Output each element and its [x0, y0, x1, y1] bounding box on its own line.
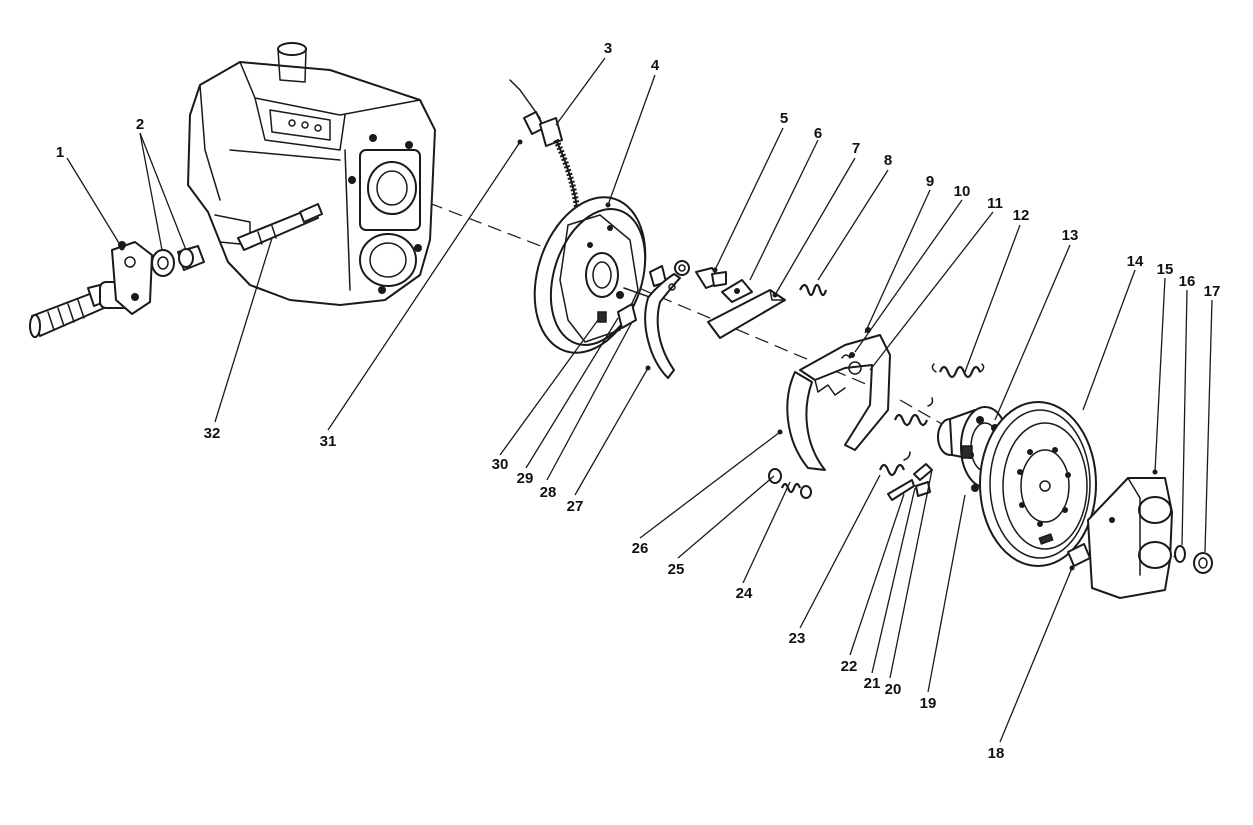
transaxle-housing: [187, 42, 436, 306]
brake-shoe-assembly: [786, 327, 891, 471]
callout-21: 21: [864, 675, 881, 692]
callout-32: 32: [204, 425, 221, 442]
callout-10: 10: [954, 183, 971, 200]
studs: [887, 463, 933, 501]
callout-2: 2: [136, 116, 144, 133]
wheel-hub-adapter: [1087, 477, 1173, 599]
callout-12: 12: [1013, 207, 1030, 224]
callout-7: 7: [852, 140, 860, 157]
callout-13: 13: [1062, 227, 1079, 244]
leader-lines: [66, 57, 1213, 743]
hold-down-parts: [768, 468, 812, 499]
washer-and-nut: [1174, 545, 1213, 574]
callout-4: 4: [651, 57, 660, 74]
brake-shoe-inner: [644, 273, 681, 379]
callout-labels: 1 2 3 4 5 6 7 8 9 10 11 12 13 14 15 16 1…: [56, 40, 1221, 762]
return-springs: [878, 363, 985, 477]
nut-and-bushing: [151, 245, 205, 277]
callout-6: 6: [814, 125, 822, 142]
callout-1: 1: [56, 144, 64, 161]
callout-22: 22: [841, 658, 858, 675]
callout-24: 24: [736, 585, 753, 602]
callout-3: 3: [604, 40, 612, 57]
callout-27: 27: [567, 498, 584, 515]
callout-17: 17: [1204, 283, 1221, 300]
callout-30: 30: [492, 456, 509, 473]
callout-31: 31: [320, 433, 337, 450]
callout-26: 26: [632, 540, 649, 557]
callout-14: 14: [1127, 253, 1144, 270]
callout-9: 9: [926, 173, 934, 190]
callout-16: 16: [1179, 273, 1196, 290]
callout-11: 11: [987, 195, 1003, 212]
brake-cable: [509, 79, 581, 216]
adjuster-parts: [674, 260, 828, 339]
callout-18: 18: [988, 745, 1005, 762]
callout-15: 15: [1157, 261, 1174, 278]
brake-backing-plate: [533, 196, 667, 354]
brake-drum: [979, 401, 1097, 567]
callout-5: 5: [780, 110, 788, 127]
shift-shaft: [237, 203, 323, 251]
callout-20: 20: [885, 681, 902, 698]
callout-19: 19: [920, 695, 937, 712]
callout-25: 25: [668, 561, 685, 578]
callout-28: 28: [540, 484, 557, 501]
shift-lever-bracket: [29, 241, 153, 338]
callout-29: 29: [517, 470, 534, 487]
callout-8: 8: [884, 152, 892, 169]
callout-23: 23: [789, 630, 806, 647]
